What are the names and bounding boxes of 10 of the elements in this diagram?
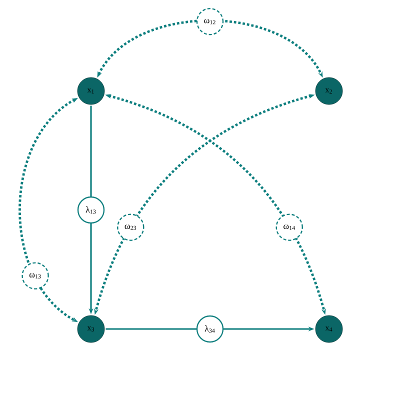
edge-label: ω$_{13}$ xyxy=(22,262,49,290)
ball-node: x$_{4}$ xyxy=(315,315,343,343)
edge-label: ω$_{23}$ xyxy=(117,214,144,241)
edge-label: ω$_{12}$ xyxy=(196,8,224,36)
ball-node: x$_{2}$ xyxy=(315,77,343,105)
ball-node: x$_{3}$ xyxy=(77,315,105,343)
edge-label: λ$_{34}$ xyxy=(196,315,224,343)
ball-node: x$_{1}$ xyxy=(77,77,105,105)
edge-label: ω$_{14}$ xyxy=(276,214,303,241)
edge-label: λ$_{13}$ xyxy=(77,196,105,224)
